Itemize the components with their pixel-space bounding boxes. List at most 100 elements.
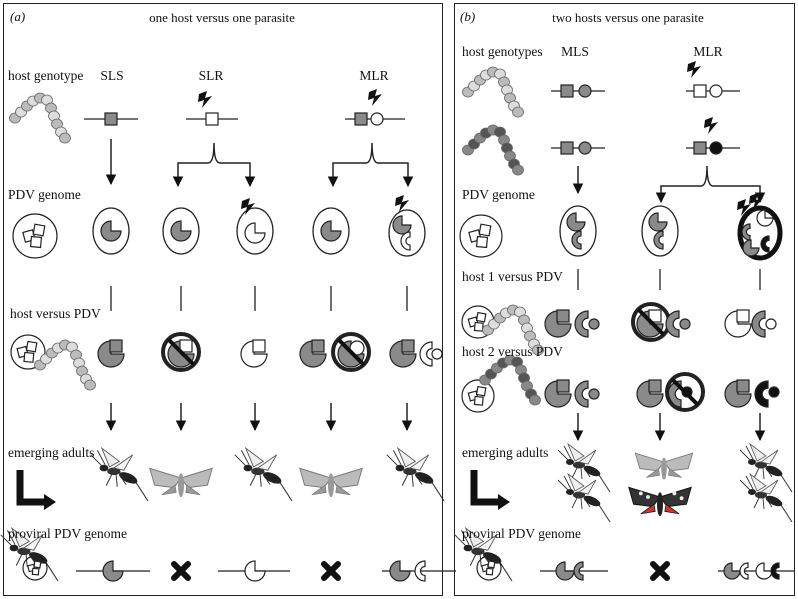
wasp-wing [749,472,767,492]
wasp-leg [753,467,773,480]
c-gene [739,562,749,580]
square-gene [736,309,750,323]
genome-box [29,235,43,249]
genome-boxes-icon [16,340,38,363]
wasp-wing [396,446,417,468]
moth-wing [180,467,213,489]
wasp-wing [760,449,779,465]
genome-boxes-icon [467,311,487,332]
moth-spot [638,491,643,496]
prohibition-icon [665,372,705,412]
wasp-egg-outline [461,379,495,413]
wasp-egg-outline [22,555,48,581]
square-gene [693,84,707,98]
wasp-head [395,464,405,472]
circle-gene [578,84,592,98]
square-gene [560,84,574,98]
host1-versus-pdv-label: host 1 versus PDV [462,269,563,284]
genotype-slr: SLR [198,68,224,83]
wasp-ovipositor [135,482,149,502]
moth-wing [149,467,182,489]
host-versus-pdv-label: host versus PDV [10,306,101,321]
panel-a-title: one host versus one parasite [149,10,295,25]
moth-body [657,492,663,517]
circle-gene [431,348,443,360]
pie-gene [170,220,192,242]
moth-hindwing [311,484,351,496]
square-gene [560,141,574,155]
wasp-antenna [557,475,572,491]
moth-adult [299,467,363,498]
genome-box [478,223,492,237]
genotype-mlr-a: MLR [359,68,389,83]
wasp-thorax [471,547,485,556]
wasp-ovipositor [780,474,793,493]
wasp-wing [244,446,265,468]
wasp-thorax [403,467,417,476]
wasp-adult [90,446,149,502]
wasp-wing [100,446,121,468]
c-gene [665,310,680,338]
c-gene [419,341,433,367]
square-gene [205,112,219,126]
host-1-larva [462,66,524,118]
cross-icon [321,561,341,581]
virion-oval-bold [737,205,783,261]
lightning-bolt-icon [737,199,751,216]
corner-arrow-icon [470,470,500,506]
wasp-abdomen [415,472,434,484]
pie-gene [320,220,342,242]
panel-b-letter: (b) [460,9,476,24]
wasp-with-genome-icon [0,526,59,582]
genome-box [473,395,484,406]
wasp-head [9,544,19,552]
genome-boxes-icon [26,560,42,576]
moth-wing [634,452,665,472]
wasp-abdomen [583,465,601,477]
wasp-wing [408,454,429,471]
genome-box [485,567,494,576]
wasp-wing [476,534,497,551]
wasp-abdomen [583,495,601,507]
wasp-leg [401,474,423,487]
wasp-egg-outline [12,213,58,259]
wasp-ovipositor [499,562,513,582]
square-gene [556,309,570,323]
pie-gene [389,560,411,582]
larva-segment [532,344,544,356]
split-bracket [177,142,251,180]
proviral-pdv-genome-label-b: proviral PDV genome [462,526,581,541]
wasp-ovipositor [598,504,611,523]
circle-gene [709,141,723,155]
wasp-wing [578,449,597,465]
moth-hindwing [640,503,680,515]
lightning-bolt-icon [704,117,718,134]
moth-wing [299,467,332,489]
corner-arrow-head [498,494,510,510]
wasp-thorax [573,491,585,499]
genome-box [475,311,487,323]
wasp-thorax [755,461,767,469]
circle-gene [679,318,691,330]
c-gene [760,235,770,253]
square-gene [556,379,570,393]
wasp-egg-outline [459,214,503,258]
wasp-wing [749,442,767,462]
larva-segment [84,379,96,391]
split-bracket [332,142,409,180]
wasp-abdomen [263,472,282,484]
prohibition-slash [336,337,366,367]
pie-gene [97,340,125,368]
genome-box [473,321,484,332]
wasp-egg-outline [476,555,502,581]
genome-box [475,235,489,249]
square-gene [109,339,123,353]
square-gene [648,309,662,323]
emerging-adults-label-a: emerging adults [8,445,95,460]
genome-boxes-icon [480,560,496,576]
cross-icon [650,561,670,581]
virion-oval [236,207,274,255]
c-gene [574,380,589,408]
pie-gene [755,562,773,580]
